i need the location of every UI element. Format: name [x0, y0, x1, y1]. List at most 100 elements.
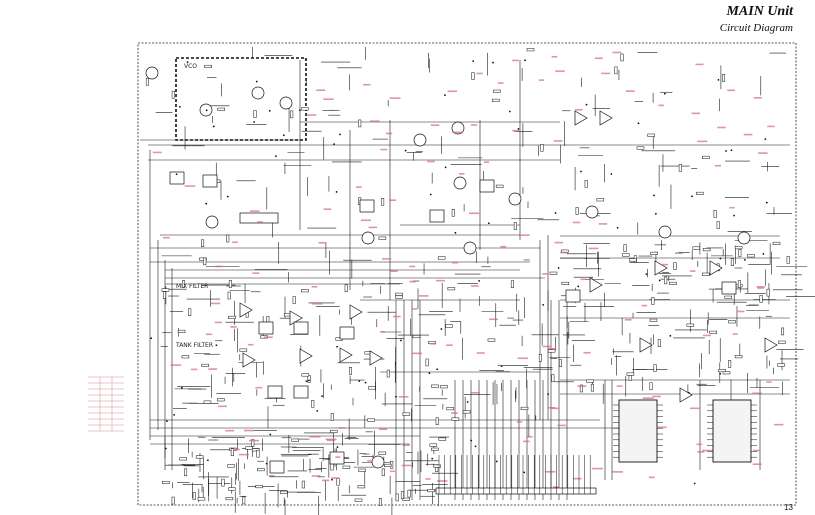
op-amp — [299, 348, 313, 364]
part-label-mark — [551, 407, 560, 410]
part-label-mark — [471, 391, 480, 394]
junction-dot — [253, 121, 256, 123]
resistor — [540, 144, 544, 152]
part-labels — [152, 51, 784, 488]
junction-dot — [404, 149, 407, 152]
junction-dot — [255, 80, 258, 83]
resistor — [378, 498, 382, 506]
junction-dot — [436, 368, 439, 371]
junction-dot — [180, 386, 183, 389]
part-label-mark — [729, 206, 735, 209]
resistor — [255, 485, 263, 489]
part-label-mark — [205, 333, 213, 336]
junction-dot — [645, 273, 648, 276]
part-label-mark — [311, 302, 323, 305]
resistor — [649, 318, 658, 322]
part-label-mark — [538, 79, 545, 81]
junction-dot — [492, 61, 494, 64]
resistor — [724, 295, 732, 299]
resistor — [549, 271, 558, 275]
resistor — [171, 496, 175, 505]
transistor — [205, 215, 219, 229]
resistor — [342, 465, 351, 469]
resistor — [623, 244, 627, 252]
part-label-mark — [451, 261, 459, 264]
resistor — [201, 363, 209, 367]
part-label-mark — [484, 161, 490, 163]
resistor — [657, 339, 661, 347]
part-label-mark — [268, 475, 275, 477]
resistor — [487, 338, 496, 342]
junction-dot — [508, 110, 511, 113]
filter-block — [269, 460, 285, 474]
resistor — [358, 468, 366, 472]
part-label-mark — [601, 72, 611, 75]
resistor — [145, 77, 149, 86]
part-label-mark — [736, 310, 745, 313]
resistor — [257, 468, 265, 472]
part-label-mark — [583, 351, 591, 354]
resistor — [368, 386, 376, 390]
part-label-mark — [309, 435, 321, 438]
part-label-mark — [580, 278, 586, 281]
part-label-mark — [588, 247, 599, 250]
resistor — [650, 251, 658, 255]
filter-block — [721, 281, 737, 295]
part-label-mark — [446, 344, 453, 346]
junction-dot — [205, 202, 208, 205]
transistor — [658, 225, 672, 239]
part-label-mark — [470, 124, 478, 126]
op-amp — [589, 277, 603, 293]
resistor — [686, 323, 695, 327]
junction-dot — [495, 460, 498, 463]
resistor — [438, 437, 447, 441]
filter-block — [359, 199, 375, 213]
resistor — [636, 146, 645, 150]
junction-dot — [150, 337, 153, 340]
part-label-mark — [427, 160, 435, 163]
junction-dot — [725, 150, 727, 152]
junction-dot — [547, 393, 550, 396]
resistor — [786, 256, 790, 264]
part-label-mark — [263, 336, 273, 338]
part-label-mark — [752, 392, 762, 395]
part-label-mark — [437, 480, 448, 482]
part-label-mark — [697, 140, 708, 143]
op-amp — [349, 304, 363, 320]
page-title: MAIN Unit — [726, 4, 793, 19]
part-label-mark — [642, 397, 654, 399]
junction-dot — [226, 195, 229, 198]
junction-dot — [268, 109, 271, 112]
junction-dot — [282, 134, 285, 137]
part-label-mark — [382, 258, 392, 260]
part-label-mark — [389, 97, 401, 99]
ic-u2 — [712, 399, 752, 463]
resistor — [204, 64, 212, 68]
part-label-mark — [553, 486, 560, 488]
resistor — [192, 492, 196, 500]
resistor — [367, 418, 375, 422]
wiring — [140, 46, 815, 515]
resistor — [520, 406, 529, 410]
junction-dot — [691, 195, 693, 198]
resistor — [354, 498, 363, 502]
resistor — [431, 384, 439, 388]
resistor — [629, 258, 637, 262]
part-label-mark — [743, 133, 753, 136]
resistor — [575, 207, 579, 215]
resistor — [647, 133, 655, 137]
part-label-mark — [430, 343, 437, 345]
part-label-mark — [330, 477, 340, 479]
resistor — [228, 315, 236, 319]
op-amp — [764, 337, 778, 353]
part-label-mark — [233, 448, 240, 451]
resistor — [245, 446, 253, 450]
part-label-mark — [545, 470, 556, 473]
junction-dot — [542, 303, 545, 306]
part-label-mark — [696, 443, 703, 446]
part-label-mark — [452, 131, 464, 134]
resistor — [737, 280, 741, 288]
op-amp — [339, 347, 353, 363]
resistor — [395, 295, 403, 299]
